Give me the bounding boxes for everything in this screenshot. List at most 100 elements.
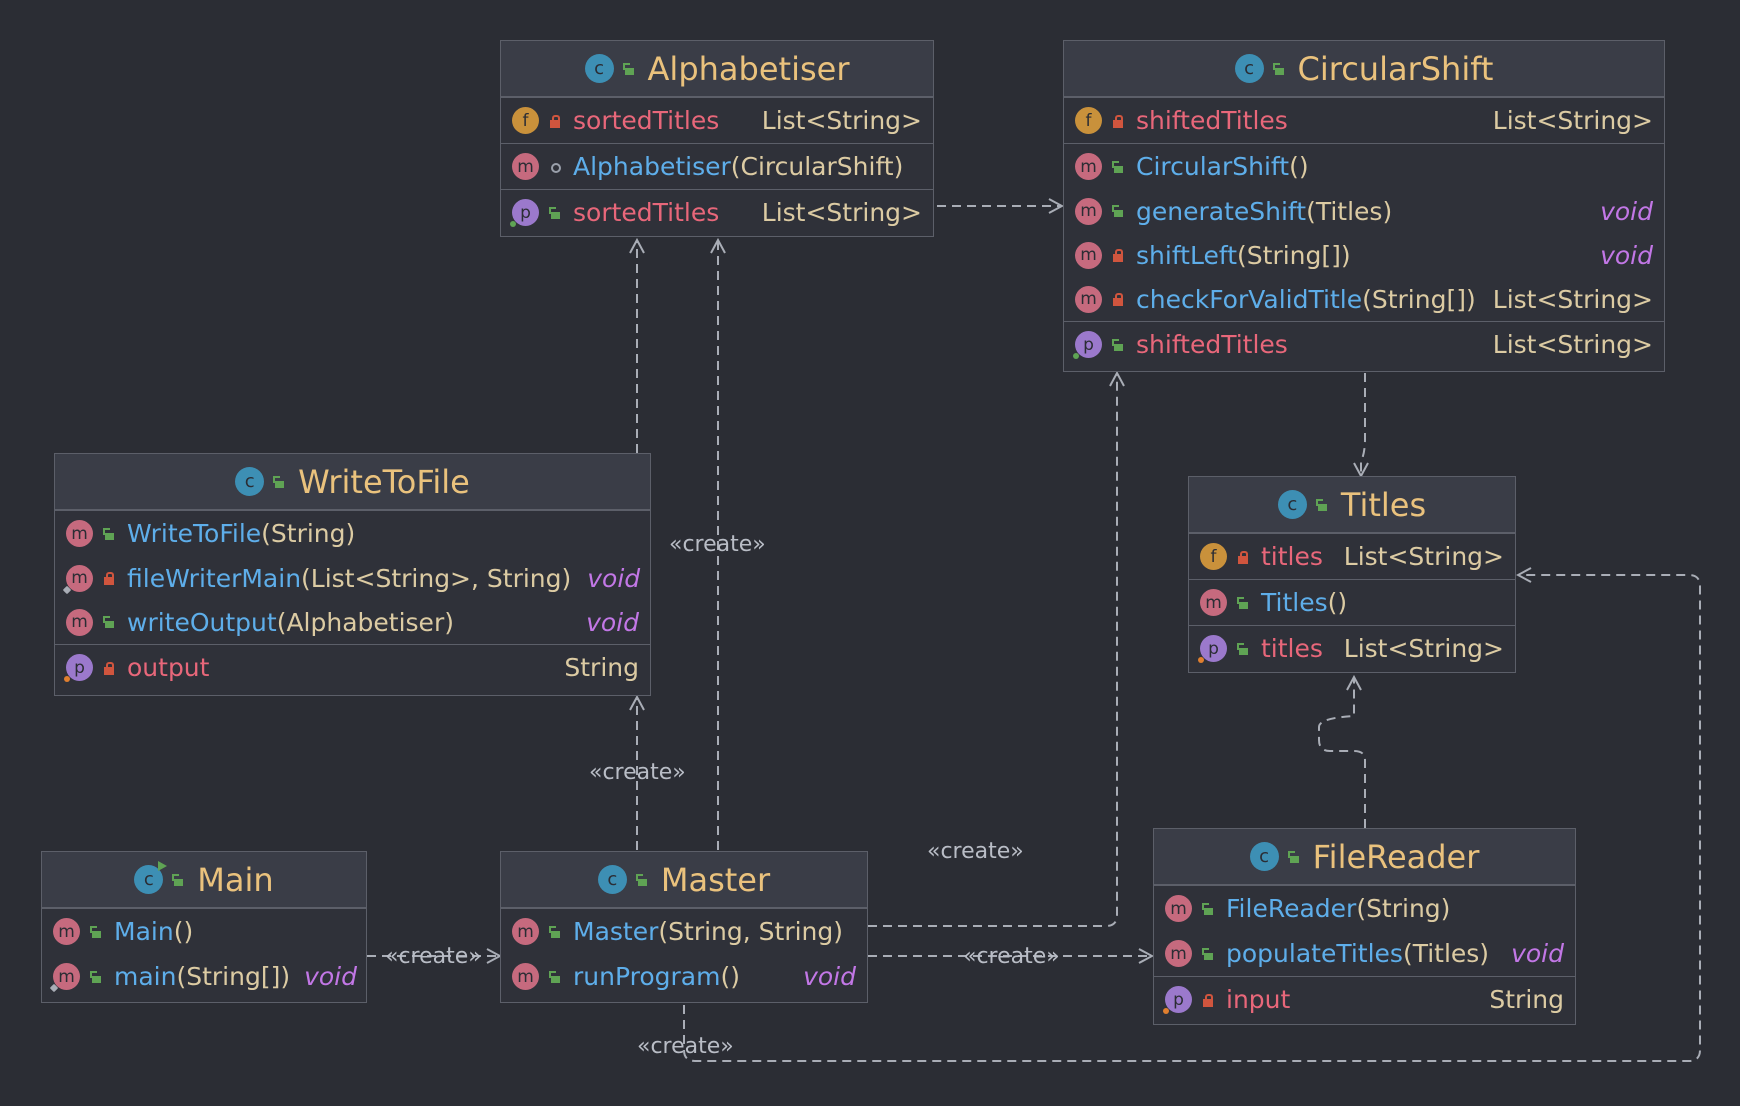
member-row[interactable]: p output String [55,645,650,690]
member-row[interactable]: m Titles() [1189,580,1515,625]
member-row[interactable]: p sortedTitles List<String> [501,190,933,235]
member-row[interactable]: p input String [1154,977,1575,1022]
class-name: Titles [1340,485,1427,524]
member-row[interactable]: m shiftLeft(String[]) void [1064,233,1664,277]
member-row[interactable]: m runProgram() void [501,954,867,999]
class-name: Main [197,860,274,899]
member-params: (String, String) [658,917,844,946]
private-icon [1112,114,1124,128]
class-writetofile[interactable]: c WriteToFile m WriteToFile(String) m fi… [54,453,651,696]
member-name: output [127,653,210,682]
property-icon: p [1198,635,1227,663]
member-row[interactable]: p titles List<String> [1189,626,1515,671]
public-icon [635,873,648,886]
methods-section: m FileReader(String) m populateTitles(Ti… [1154,885,1575,976]
edge-label-create-main-master: «create» [385,944,482,969]
member-name: WriteToFile [127,519,262,548]
member-return-type: void [304,962,357,991]
member-name: runProgram [573,962,721,991]
public-icon [1202,947,1214,960]
member-name: FileReader [1226,894,1357,923]
class-name: Master [660,860,771,899]
edge-label-create-filereader: «create» [963,944,1060,969]
class-header: c Alphabetiser [501,41,933,97]
member-row[interactable]: m checkForValidTitle(String[]) List<Stri… [1064,277,1664,321]
member-row[interactable]: f titles List<String> [1189,534,1515,579]
method-icon: m [66,608,93,636]
field-icon: f [512,107,539,134]
edge-filereader-titles [1318,677,1366,828]
public-icon [90,970,102,983]
public-icon [549,970,561,983]
class-icon: c [1249,842,1279,871]
member-row[interactable]: f shiftedTitles List<String> [1064,98,1664,143]
fields-section: f titles List<String> [1189,533,1515,579]
member-name: Main [114,917,174,946]
class-alphabetiser[interactable]: c Alphabetiser f sortedTitles List<Strin… [500,40,934,237]
method-icon: m [512,918,539,945]
field-icon: f [1200,543,1227,570]
public-icon [273,475,285,488]
public-icon [1202,902,1214,915]
member-row[interactable]: m WriteToFile(String) [55,511,650,556]
class-filereader[interactable]: c FileReader m FileReader(String) m popu… [1153,828,1576,1025]
method-icon: m [66,520,93,547]
method-icon: m [1165,895,1192,922]
package-private-icon [549,161,561,173]
member-row[interactable]: m generateShift(Titles) void [1064,189,1664,233]
member-name: writeOutput [127,607,277,637]
member-row[interactable]: m writeOutput(Alphabetiser) void [55,600,650,644]
member-name: fileWriterMain [127,563,302,593]
member-type: List<String> [1492,330,1653,359]
method-icon: m [512,153,539,180]
member-row[interactable]: p shiftedTitles List<String> [1064,322,1664,367]
properties-section: p output String [55,644,650,690]
member-row[interactable]: m FileReader(String) [1154,886,1575,931]
member-row[interactable]: m fileWriterMain(List<String>, String) v… [55,556,650,600]
class-main[interactable]: c Main m Main() m main(String[]) void [41,851,367,1003]
static-icon [49,983,59,993]
member-row[interactable]: m Master(String, String) [501,909,867,954]
fields-section: f shiftedTitles List<String> [1064,97,1664,143]
private-icon [1202,993,1214,1007]
property-icon: p [64,654,93,682]
class-circularshift[interactable]: c CircularShift f shiftedTitles List<Str… [1063,40,1665,372]
member-row[interactable]: m Main() [42,909,366,954]
public-icon [1112,160,1124,173]
class-name: FileReader [1312,837,1480,876]
class-header: c Main [42,852,366,908]
public-icon [172,873,184,886]
member-params: (Titles) [1402,939,1490,968]
member-row[interactable]: m main(String[]) void [42,954,366,999]
public-icon [549,925,561,938]
method-icon: m [1165,940,1192,967]
member-name: shiftedTitles [1136,330,1288,359]
class-header: c CircularShift [1064,41,1664,97]
method-icon: m [1075,285,1102,313]
class-master[interactable]: c Master m Master(String, String) m runP… [500,851,868,1003]
edge-label-create-writetofile: «create» [589,760,686,785]
methods-section: m Titles() [1189,579,1515,625]
member-name: generateShift [1136,196,1307,226]
method-icon: m [53,918,80,945]
member-params: () [1327,588,1348,617]
private-icon [103,572,115,585]
method-icon: m [62,564,93,594]
member-row[interactable]: m Alphabetiser(CircularShift) [501,144,933,189]
member-name: shiftLeft [1136,240,1238,270]
method-icon: m [1075,241,1102,269]
public-icon [1237,642,1249,655]
member-name: input [1226,985,1291,1014]
public-icon [1237,596,1249,609]
class-titles[interactable]: c Titles f titles List<String> m Titles(… [1188,476,1516,673]
public-icon [1112,205,1124,217]
member-name: checkForValidTitle [1136,284,1363,314]
member-name: populateTitles [1226,939,1403,968]
edge-circularshift-titles [1361,373,1365,476]
member-row[interactable]: m populateTitles(Titles) void [1154,931,1575,976]
member-row[interactable]: f sortedTitles List<String> [501,98,933,143]
public-icon [103,616,115,628]
private-icon [1112,293,1124,306]
member-row[interactable]: m CircularShift() [1064,144,1664,189]
